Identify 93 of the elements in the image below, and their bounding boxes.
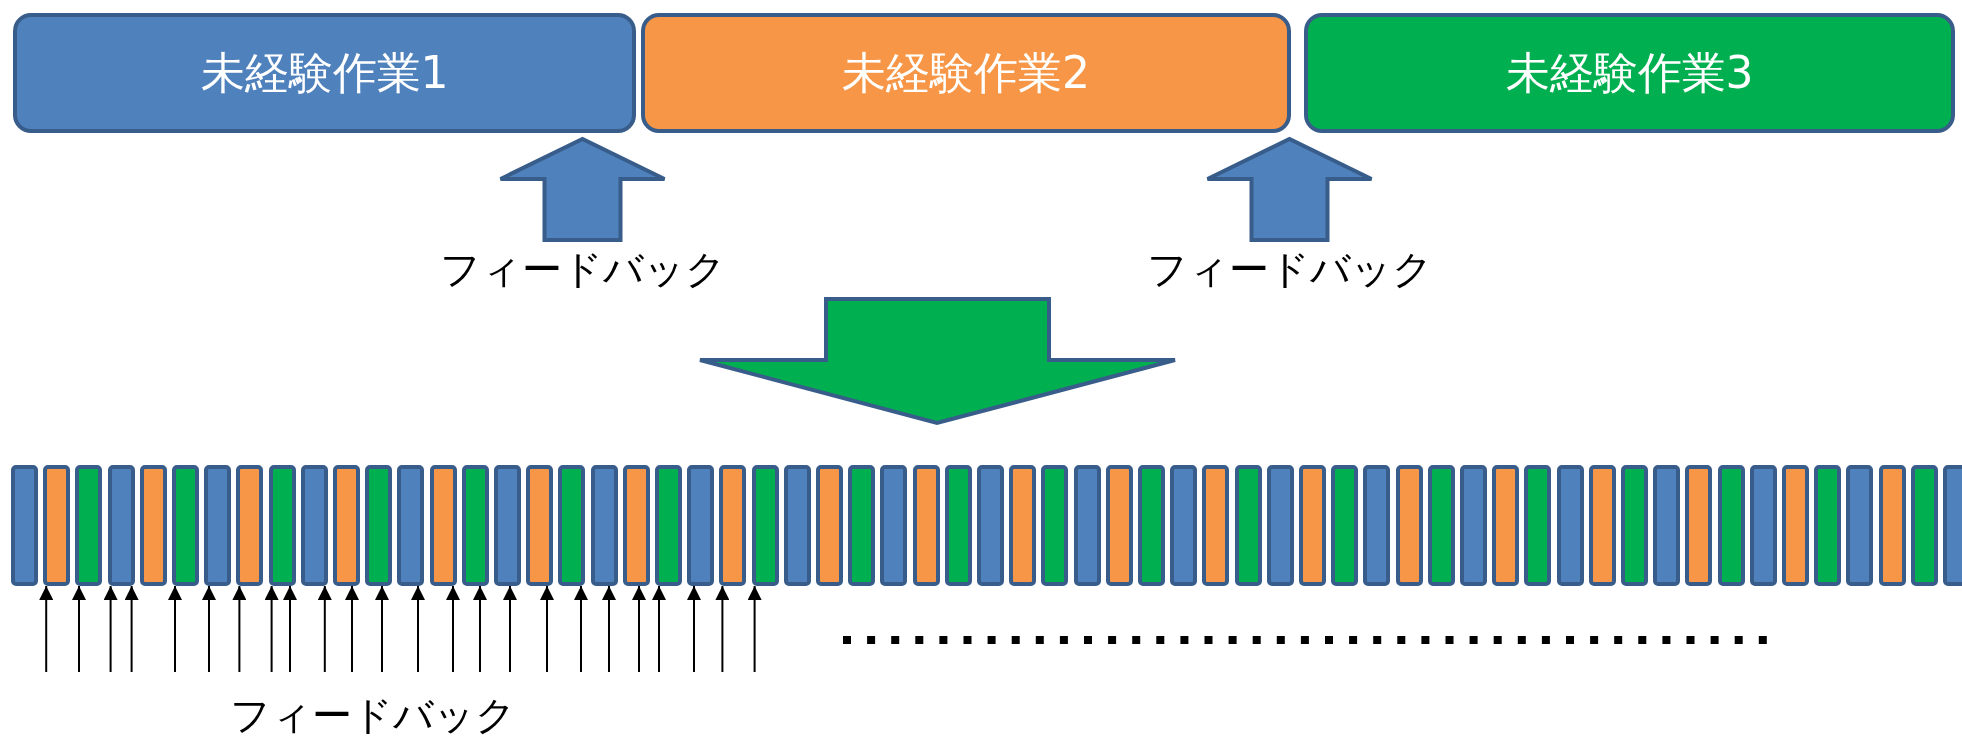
arrow: [345, 585, 359, 673]
task-bar: [1170, 465, 1198, 586]
feedback-label: フィードバック: [1147, 240, 1432, 298]
task-bar: [461, 465, 489, 586]
task-bar: [397, 465, 425, 586]
task-bar: [139, 465, 167, 586]
task-box: 未経験作業1: [13, 13, 636, 133]
arrow: [72, 585, 86, 673]
task-bar: [622, 465, 650, 586]
task-bar: [751, 465, 779, 586]
task-bar: [1492, 465, 1520, 586]
task-bar: [977, 465, 1004, 586]
arrow: [124, 585, 139, 673]
task-box: 未経験作業2: [641, 13, 1291, 133]
task-bar: [1266, 465, 1294, 586]
arrow: [602, 585, 616, 673]
task-bar: [590, 465, 618, 586]
task-bar: [848, 465, 876, 586]
arrow: [283, 585, 297, 673]
task-bar: [558, 465, 586, 586]
arrow: [317, 585, 332, 673]
task-bar: [429, 465, 457, 586]
task-bar: [1524, 465, 1552, 586]
task-bar: [1105, 465, 1133, 586]
feedback-label: フィードバック: [440, 240, 725, 298]
task-bar: [43, 465, 71, 586]
arrow: [168, 585, 182, 673]
task-bar: [172, 465, 199, 586]
task-bar: [1556, 465, 1584, 586]
task-bar: [333, 465, 360, 586]
task-bar: [1814, 465, 1842, 586]
arrow: [632, 585, 646, 673]
task-bar: [783, 465, 811, 586]
task-bar: [75, 465, 103, 586]
task-bar: [1073, 465, 1101, 586]
task-bar: [1878, 465, 1906, 586]
arrow: [264, 585, 279, 673]
task-bar: [1717, 465, 1745, 586]
arrow: [574, 585, 588, 673]
task-bar: [1910, 465, 1938, 586]
task-bar: [11, 465, 38, 586]
task-bar: [236, 465, 264, 586]
task-bar: [1782, 465, 1809, 586]
task-bar: [526, 465, 554, 586]
feedback-label: フィードバック: [230, 691, 515, 740]
task-bar: [268, 465, 296, 586]
task-bar: [204, 465, 232, 586]
arrow: [375, 585, 389, 673]
task-bar: [1202, 465, 1230, 586]
task-bar: [1041, 465, 1069, 586]
task-bar: [1460, 465, 1487, 586]
task-bar: [944, 465, 972, 586]
task-bar: [1685, 465, 1713, 586]
task-bar: [300, 465, 328, 586]
task-box: 未経験作業3: [1304, 13, 1955, 133]
task-bar: [1846, 465, 1874, 586]
task-bar: [1427, 465, 1455, 586]
task-bar: [1363, 465, 1391, 586]
arrow: [747, 585, 762, 673]
arrow: [715, 585, 730, 673]
task-bar: [1395, 465, 1423, 586]
task-bar: [719, 465, 747, 586]
task-bar: [365, 465, 393, 586]
arrow: [39, 585, 54, 673]
task-bar: [1299, 465, 1326, 586]
task-bar: [1331, 465, 1359, 586]
task-bar: [1138, 465, 1165, 586]
arrow: [232, 585, 247, 673]
task-bar: [1943, 465, 1962, 586]
arrow: [540, 585, 554, 673]
feedback-block-arrow: [498, 136, 667, 242]
arrow: [202, 585, 216, 673]
task-bar: [107, 465, 135, 586]
arrow: [411, 585, 425, 673]
task-bar: [1621, 465, 1648, 586]
arrow: [687, 585, 701, 673]
arrow: [446, 585, 460, 673]
task-bar: [687, 465, 715, 586]
feedback-block-arrow: [1205, 136, 1374, 242]
task-bar: [1234, 465, 1262, 586]
arrow: [503, 585, 517, 673]
task-bar: [655, 465, 682, 586]
task-bar: [494, 465, 521, 586]
task-bar: [880, 465, 908, 586]
task-bar: [816, 465, 843, 586]
arrow: [652, 585, 666, 673]
task-bar: [1588, 465, 1616, 586]
task-bar: [912, 465, 940, 586]
task-bar: [1653, 465, 1681, 586]
arrow: [473, 585, 487, 673]
task-bar: [1749, 465, 1777, 586]
arrow: [103, 585, 118, 673]
task-bar: [1009, 465, 1037, 586]
